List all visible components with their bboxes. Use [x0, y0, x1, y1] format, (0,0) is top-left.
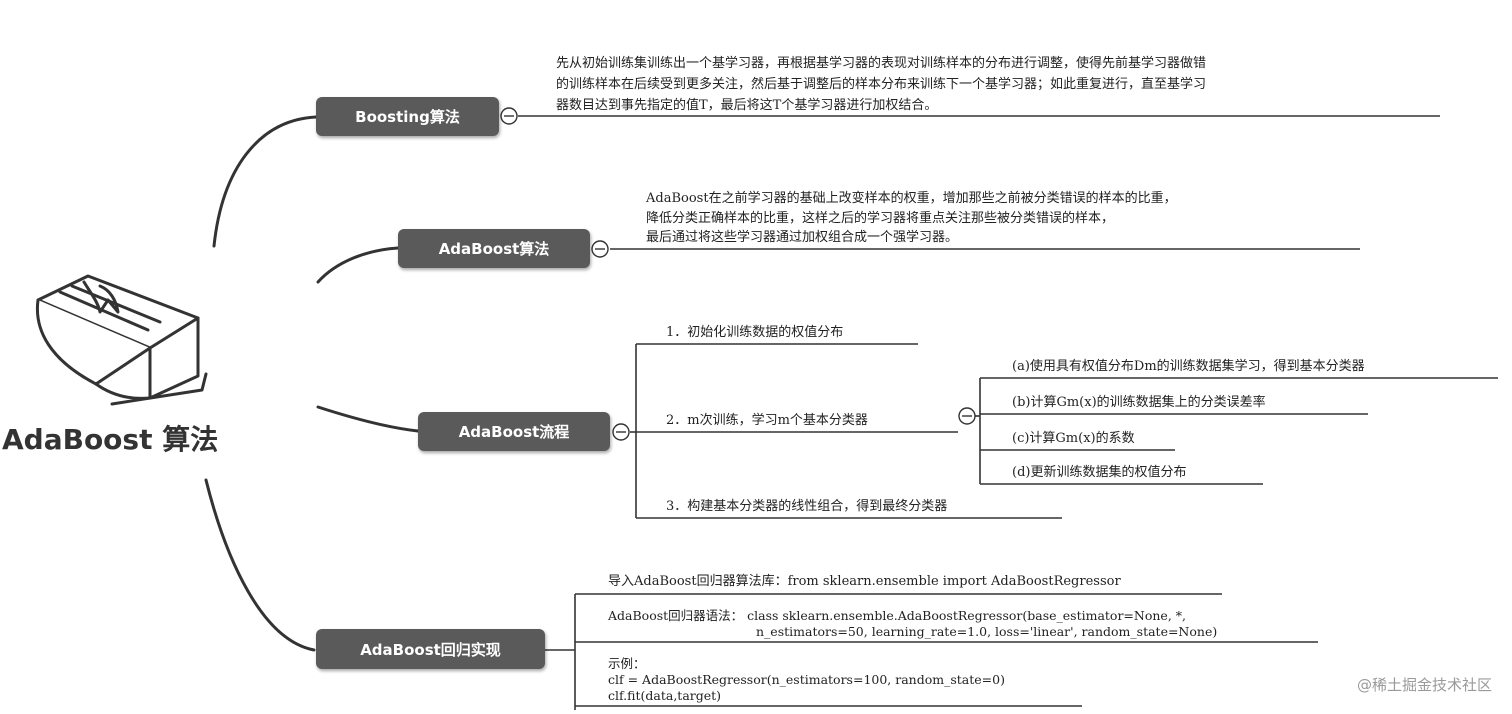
book-icon [35, 274, 208, 406]
flow-substep-d: (d)更新训练数据集的权值分布 [1012, 465, 1187, 480]
node-adaboost-flow[interactable]: AdaBoost流程 [418, 412, 610, 451]
regression-example-title: 示例： [608, 656, 646, 671]
flow-step-2: 2．m次训练，学习m个基本分类器 [666, 413, 868, 428]
adaboost-desc-line-1: AdaBoost在之前学习器的基础上改变样本的权重，增加那些之前被分类错误的样本… [646, 191, 1177, 206]
node-boosting-label: Boosting算法 [355, 108, 460, 126]
node-adaboost-regression[interactable]: AdaBoost回归实现 [316, 629, 545, 669]
collapse-toggle-flow [612, 423, 630, 441]
regression-import: 导入AdaBoost回归器算法库：from sklearn.ensemble i… [608, 574, 1121, 589]
flow-step-1: 1．初始化训练数据的权值分布 [666, 325, 844, 340]
watermark: @稀土掘金技术社区 [1356, 676, 1492, 694]
collapse-toggle-step2 [958, 407, 976, 425]
regression-syntax-line-1: AdaBoost回归器语法： class sklearn.ensemble.Ad… [608, 608, 1186, 623]
node-regression-label: AdaBoost回归实现 [360, 640, 501, 659]
boosting-desc-line-3: 器数目达到事先指定的值T，最后将这T个基学习器进行加权结合。 [556, 98, 938, 113]
collapse-toggle-adaboost [591, 240, 609, 258]
root-title: AdaBoost 算法 [2, 423, 219, 456]
regression-example-line-1: clf = AdaBoostRegressor(n_estimators=100… [608, 672, 1005, 687]
flow-substep-c: (c)计算Gm(x)的系数 [1012, 431, 1135, 446]
node-adaboost-algorithm[interactable]: AdaBoost算法 [398, 229, 590, 268]
adaboost-desc-line-3: 最后通过将这些学习器通过加权组合成一个强学习器。 [646, 230, 959, 245]
flow-substep-b: (b)计算Gm(x)的训练数据集上的分类误差率 [1012, 395, 1266, 410]
collapse-toggle-boosting [500, 107, 518, 125]
node-flow-label: AdaBoost流程 [458, 423, 570, 441]
flow-substep-a: (a)使用具有权值分布Dm的训练数据集学习，得到基本分类器 [1012, 359, 1365, 374]
regression-example-line-2: clf.fit(data,target) [608, 688, 722, 703]
boosting-desc-line-1: 先从初始训练集训练出一个基学习器，再根据基学习器的表现对训练样本的分布进行调整，… [556, 56, 1207, 71]
boosting-desc-line-2: 的训练样本在后续受到更多关注，然后基于调整后的样本分布来训练下一个基学习器；如此… [556, 77, 1207, 92]
node-boosting[interactable]: Boosting算法 [316, 97, 499, 136]
regression-syntax-line-2: n_estimators=50, learning_rate=1.0, loss… [756, 624, 1218, 639]
node-adaboost-label: AdaBoost算法 [438, 240, 550, 258]
adaboost-desc-line-2: 降低分类正确样本的比重，这样之后的学习器将重点关注那些被分类错误的样本， [646, 211, 1115, 226]
flow-step-3: 3．构建基本分类器的线性组合，得到最终分类器 [666, 499, 948, 514]
